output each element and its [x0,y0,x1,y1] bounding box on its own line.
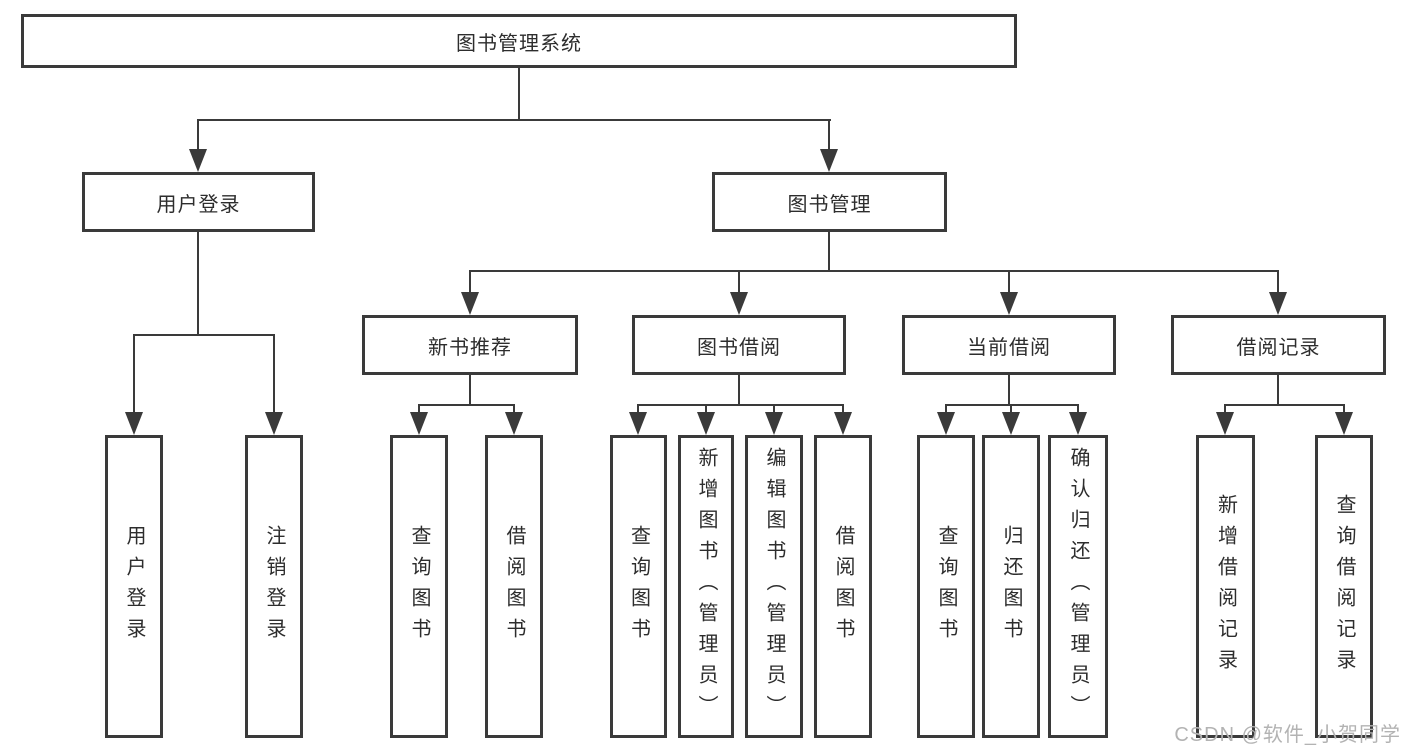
connector-line [1277,373,1279,406]
connector-line [1077,404,1079,414]
csdn-watermark: CSDN @软件_小贺同学 [1174,724,1401,746]
connector-line [1224,404,1226,414]
leaf-add-borrow-record: 新增借阅记录 [1196,435,1255,738]
connector-line [705,404,707,414]
leaf-edit-books-admin: 编辑图书（管理员） [745,435,803,738]
connector-line [1008,373,1010,406]
connector-line [418,404,420,414]
arrow-down-icon [1069,412,1087,435]
node-label: 当前借阅 [967,336,1051,359]
connector-line [637,404,639,414]
connector-line [738,270,740,294]
leaf-label: 查询图书 [935,524,957,649]
leaf-label: 新增图书（管理员） [695,447,717,726]
leaf-query-books-borrowing: 查询图书 [610,435,667,738]
connector-line [738,373,740,406]
arrow-down-icon [461,292,479,315]
arrow-down-icon [834,412,852,435]
leaf-borrow-books-recommend: 借阅图书 [485,435,543,738]
leaf-label: 编辑图书（管理员） [763,447,785,726]
leaf-label: 用户登录 [123,524,145,649]
leaf-label: 注销登录 [263,524,285,649]
connector-line [1008,270,1010,294]
node-label: 用户登录 [156,193,241,216]
arrow-down-icon [1002,412,1020,435]
arrow-down-icon [125,412,143,435]
node-label: 图书借阅 [697,336,781,359]
connector-line [133,334,275,336]
connector-line [828,230,830,272]
connector-line [1010,404,1012,414]
leaf-label: 查询图书 [627,524,650,649]
node-library-management-system: 图书管理系统 [21,14,1017,68]
arrow-down-icon [410,412,428,435]
arrow-down-icon [189,149,207,172]
connector-line [513,404,515,414]
leaf-query-books-current: 查询图书 [917,435,975,738]
arrow-down-icon [730,292,748,315]
arrow-down-icon [1335,412,1353,435]
connector-line [197,230,199,336]
leaf-label: 归还图书 [1000,524,1022,649]
connector-line [518,66,520,121]
connector-line [1343,404,1345,414]
leaf-query-borrow-record: 查询借阅记录 [1315,435,1373,738]
leaf-query-books-recommend: 查询图书 [390,435,448,738]
connector-line [828,119,830,151]
leaf-user-login: 用户登录 [105,435,163,738]
leaf-confirm-return-admin: 确认归还（管理员） [1048,435,1108,738]
connector-line [418,404,515,406]
connector-line [945,404,947,414]
leaf-logout-login: 注销登录 [245,435,303,738]
node-book-borrowing: 图书借阅 [632,315,846,375]
arrow-down-icon [505,412,523,435]
node-user-login: 用户登录 [82,172,315,232]
leaf-label: 确认归还（管理员） [1067,447,1089,726]
connector-line [945,404,1079,406]
leaf-label: 查询借阅记录 [1333,493,1355,680]
node-label: 图书管理系统 [456,32,582,55]
arrow-down-icon [697,412,715,435]
connector-line [273,334,275,414]
node-label: 图书管理 [787,193,872,216]
node-label: 新书推荐 [428,336,512,359]
arrow-down-icon [629,412,647,435]
leaf-borrow-books: 借阅图书 [814,435,872,738]
arrow-down-icon [265,412,283,435]
connector-line [469,270,1279,272]
connector-line [469,270,471,294]
leaf-add-books-admin: 新增图书（管理员） [678,435,734,738]
connector-line [637,404,844,406]
connector-line [1224,404,1345,406]
node-label: 借阅记录 [1236,336,1321,359]
node-new-book-recommend: 新书推荐 [362,315,578,375]
leaf-label: 查询图书 [408,524,430,649]
leaf-label: 新增借阅记录 [1214,493,1237,680]
arrow-down-icon [820,149,838,172]
node-borrowing-records: 借阅记录 [1171,315,1386,375]
connector-line [133,334,135,414]
leaf-return-books: 归还图书 [982,435,1040,738]
node-book-management: 图书管理 [712,172,947,232]
connector-line [773,404,775,414]
arrow-down-icon [1216,412,1234,435]
node-current-borrowing: 当前借阅 [902,315,1116,375]
connector-line [197,119,831,121]
arrow-down-icon [765,412,783,435]
arrow-down-icon [1000,292,1018,315]
connector-line [842,404,844,414]
arrow-down-icon [1269,292,1287,315]
connector-line [469,373,471,406]
leaf-label: 借阅图书 [832,524,854,649]
leaf-label: 借阅图书 [503,524,525,649]
connector-line [1277,270,1279,294]
connector-line [197,119,199,151]
arrow-down-icon [937,412,955,435]
